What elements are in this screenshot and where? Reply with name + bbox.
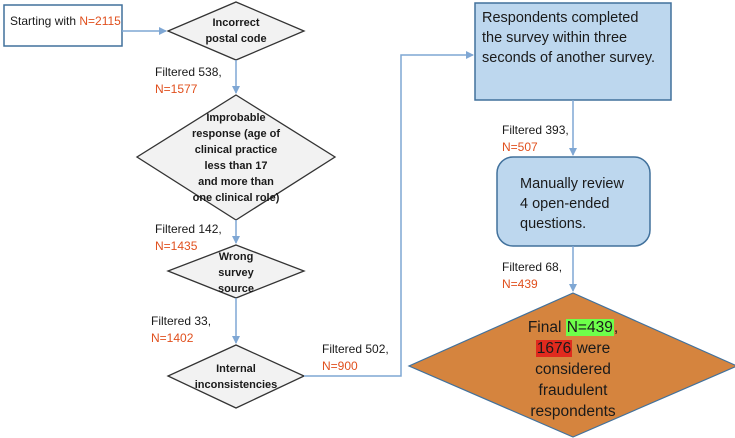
arrow-internal-to-survey (304, 51, 474, 377)
filter-6-count: N=439 (502, 277, 538, 291)
survey-timing-text: Respondents completed the survey within … (482, 8, 670, 78)
decision-improbable-line4: less than 17 (204, 160, 268, 172)
filter-label-3: Filtered 33, N=1402 (151, 313, 211, 347)
decision-improbable-line6: one clinical role) (192, 192, 280, 204)
filter-label-1: Filtered 538, N=1577 (155, 64, 222, 98)
final-comma: , (613, 318, 619, 336)
decision-improbable-line5: and more than (198, 176, 274, 188)
filter-label-6: Filtered 68, N=439 (502, 259, 562, 293)
filter-4-text: Filtered 502, (322, 342, 389, 356)
decision-postal-code-text: Incorrect postal code (186, 13, 286, 49)
manual-review-line3: questions. (520, 216, 587, 232)
filter-4-count: N=900 (322, 359, 358, 373)
final-prefix: Final (527, 318, 566, 336)
filter-label-4: Filtered 502, N=900 (322, 341, 389, 375)
final-line2: 1676 were (535, 338, 611, 359)
filter-5-count: N=507 (502, 140, 538, 154)
decision-improbable-response-text: Improbable response (age of clinical pra… (161, 108, 311, 208)
final-line4: fraudulent (538, 381, 608, 399)
decision-source-line2: survey (218, 267, 254, 279)
final-line1: Final N=439, (528, 317, 618, 338)
decision-internal-line1: Internal (216, 363, 256, 375)
survey-timing-line3: seconds of another survey. (482, 50, 656, 66)
start-count: N=2115 (79, 14, 121, 28)
filter-2-count: N=1435 (155, 239, 198, 253)
decision-improbable-line2: response (age of (191, 128, 281, 140)
decision-source-line3: source (217, 283, 255, 295)
final-result-text: Final N=439, 1676 were considered fraudu… (493, 314, 653, 424)
decision-internal-line2: inconsistencies (194, 379, 278, 391)
decision-improbable-line1: Improbable (206, 112, 266, 124)
manual-review-line1: Manually review (520, 176, 624, 192)
filter-1-text: Filtered 538, (155, 65, 222, 79)
fraud-count-highlight: 1676 (535, 339, 573, 357)
survey-timing-box (474, 2, 672, 101)
decision-improbable-line3: clinical practice (194, 144, 278, 156)
start-box (3, 4, 123, 47)
filter-2-text: Filtered 142, (155, 222, 222, 236)
filter-3-text: Filtered 33, (151, 314, 212, 328)
decision-wrong-source-text: Wrong survey source (196, 249, 276, 297)
start-prefix: Starting with (10, 14, 80, 28)
start-label: Starting with N=2115 (10, 13, 121, 30)
manual-review-text: Manually review 4 open-ended questions. (520, 174, 640, 236)
decision-internal-inconsistencies (166, 344, 306, 409)
filter-label-2: Filtered 142, N=1435 (155, 221, 222, 255)
survey-timing-line1: Respondents completed (482, 10, 639, 26)
final-line5: respondents (530, 402, 616, 420)
final-count-highlight: N=439 (565, 318, 614, 336)
survey-timing-line2: the survey within three (482, 30, 628, 46)
decision-postal-code-line1: Incorrect (212, 17, 260, 29)
final-result-diamond (407, 292, 735, 438)
decision-internal-text: Internal inconsistencies (186, 360, 286, 394)
final-line3: considered (535, 360, 611, 378)
final-line2-rest: were (572, 339, 611, 357)
filter-1-count: N=1577 (155, 82, 198, 96)
decision-source-line1: Wrong (218, 251, 254, 263)
filter-3-count: N=1402 (151, 331, 194, 345)
filter-5-text: Filtered 393, (502, 123, 569, 137)
filter-6-text: Filtered 68, (502, 260, 563, 274)
decision-postal-code-line2: postal code (205, 33, 267, 45)
manual-review-line2: 4 open-ended (520, 196, 610, 212)
filter-label-5: Filtered 393, N=507 (502, 122, 569, 156)
